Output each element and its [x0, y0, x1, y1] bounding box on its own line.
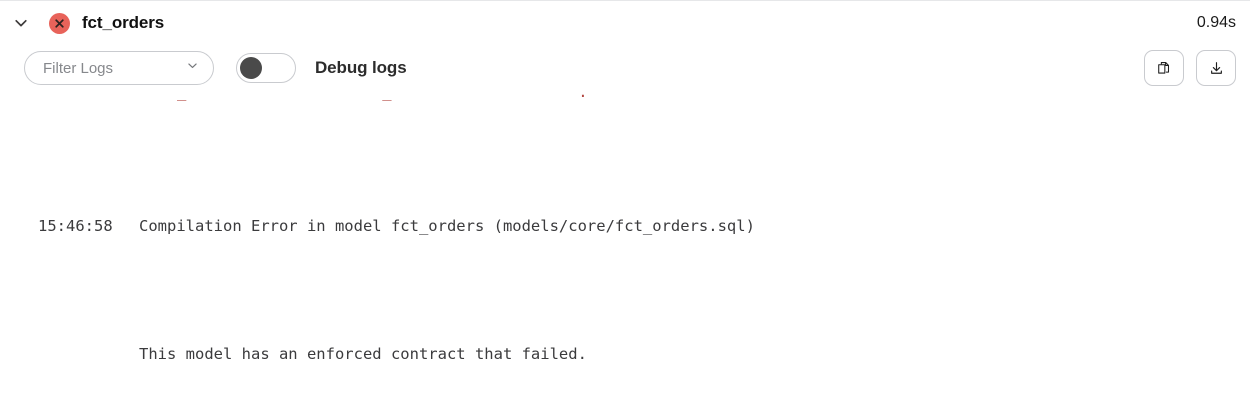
filter-logs-select[interactable]: Filter Logs: [24, 51, 214, 85]
chevron-down-icon: [186, 59, 199, 77]
log-message: Compilation Error in model fct_orders (m…: [139, 217, 755, 235]
toggle-knob: [240, 57, 262, 79]
log-timestamp: 15:46:58: [38, 217, 113, 235]
log-toolbar: Filter Logs Debug logs: [0, 45, 1250, 91]
log-output[interactable]: _ _ . 15:46:58 Compilation Error in model…: [0, 91, 1250, 405]
download-logs-button[interactable]: [1196, 50, 1236, 86]
download-icon: [1208, 60, 1225, 77]
clipped-log-remnant: _ _ .: [0, 91, 1250, 110]
log-message: This model has an enforced contract that…: [139, 345, 587, 363]
filter-logs-label: Filter Logs: [43, 59, 114, 77]
clipped-log-text: _ _ .: [177, 91, 588, 101]
elapsed-time: 0.94s: [1196, 14, 1236, 31]
page-title: fct_orders: [82, 13, 165, 32]
debug-logs-label: Debug logs: [315, 58, 407, 77]
log-lines: 15:46:58 Compilation Error in model fct_o…: [0, 114, 1250, 405]
log-line: This model has an enforced contract that…: [0, 338, 1250, 370]
copy-icon: [1156, 60, 1173, 77]
log-panel-header: fct_orders 0.94s: [0, 1, 1250, 45]
expand-collapse-chevron-down-icon[interactable]: [6, 8, 36, 38]
debug-logs-toggle[interactable]: [236, 53, 296, 83]
log-line: 15:46:58 Compilation Error in model fct_o…: [0, 210, 1250, 242]
error-circle-x-icon: [49, 12, 70, 34]
copy-logs-button[interactable]: [1144, 50, 1184, 86]
